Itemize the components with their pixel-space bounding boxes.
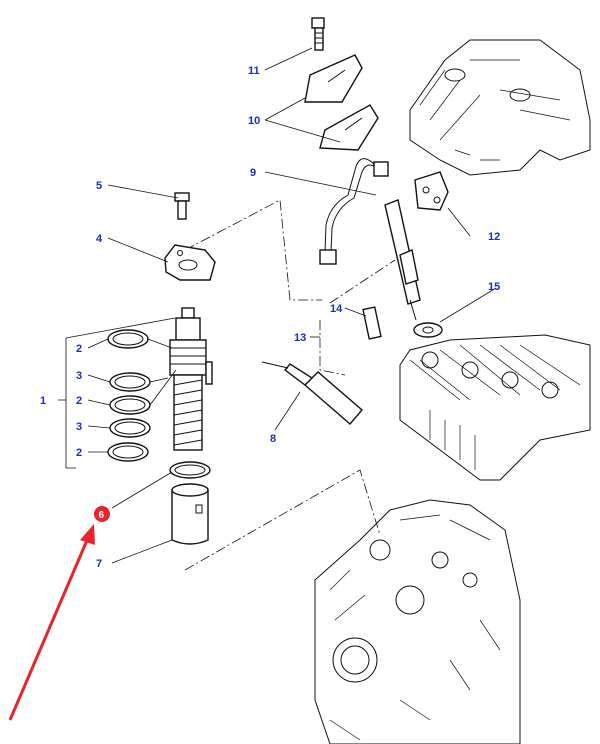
callout-2-top: 2 — [76, 343, 82, 355]
callout-5: 5 — [96, 180, 102, 192]
engine-block-drawing — [314, 499, 521, 744]
part-8-sealant-tube — [261, 361, 363, 425]
callout-8: 8 — [270, 433, 276, 445]
callout-3-top: 3 — [76, 370, 82, 382]
callout-1: 1 — [40, 395, 46, 407]
seal-rings — [107, 329, 151, 462]
callout-6: 6 — [99, 510, 105, 521]
part-4-flange — [164, 244, 216, 281]
leader-lines — [58, 47, 497, 564]
part-15-washer — [413, 322, 443, 338]
callout-12: 12 — [488, 231, 500, 243]
callout-9: 9 — [250, 167, 256, 179]
callout-11: 11 — [248, 65, 260, 77]
callout-10: 10 — [248, 115, 260, 127]
callout-7: 7 — [96, 558, 102, 570]
engine-cylinder-head-drawing — [399, 39, 591, 481]
part-9-fuel-pipe — [319, 158, 389, 265]
part-12-gasket — [414, 171, 449, 211]
highlight-badge-part-6: 6 — [94, 506, 110, 522]
part-6-ring — [169, 461, 211, 479]
assembly-reference-lines — [184, 199, 396, 571]
callout-2-mid: 2 — [76, 395, 82, 407]
part-11-bolt — [311, 17, 325, 51]
fuel-injector — [384, 199, 421, 321]
callout-13: 13 — [294, 332, 306, 344]
part-1-injection-pump-unit — [169, 307, 213, 451]
callout-14: 14 — [330, 303, 343, 315]
callout-4: 4 — [96, 233, 103, 245]
part-10-clamp-plates — [304, 54, 379, 151]
red-pointer-arrow — [8, 524, 95, 721]
callout-3-bottom: 3 — [76, 421, 82, 433]
part-5-screw — [174, 192, 190, 220]
part-14-stud — [362, 306, 382, 340]
part-7-sleeve — [171, 483, 209, 545]
callout-labels: 11 10 9 5 4 12 15 14 13 2 3 1 2 3 2 8 7 — [40, 65, 500, 570]
callout-15: 15 — [488, 281, 500, 293]
callout-2-bottom: 2 — [76, 447, 82, 459]
